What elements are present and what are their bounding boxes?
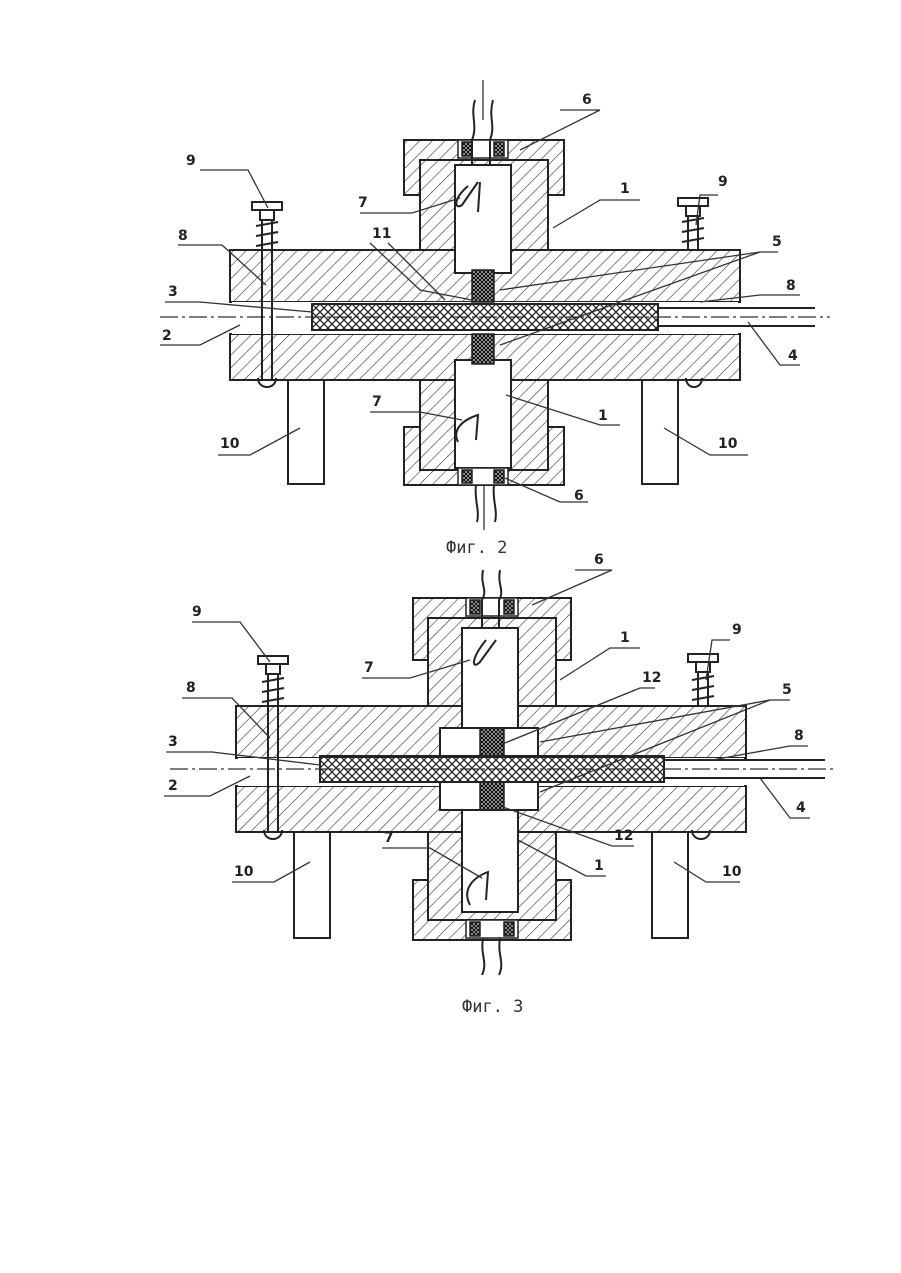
label-8-left: 8: [186, 680, 196, 696]
label-12-top: 12: [642, 670, 661, 686]
label-8-left: 8: [178, 228, 188, 244]
label-1-top: 1: [620, 181, 630, 197]
label-7-bottom: 7: [372, 394, 382, 410]
label-4: 4: [788, 348, 798, 364]
label-2: 2: [162, 328, 172, 344]
label-11: 11: [372, 226, 391, 242]
label-4: 4: [796, 800, 806, 816]
label-2: 2: [168, 778, 178, 794]
label-1-top: 1: [620, 630, 630, 646]
label-1-bottom: 1: [598, 408, 608, 424]
label-10-left: 10: [220, 436, 240, 452]
label-10-left: 10: [234, 864, 254, 880]
label-5: 5: [772, 234, 782, 250]
figure-2-caption: Фиг. 2: [446, 538, 507, 558]
label-6-bottom: 6: [574, 488, 584, 504]
left-leg: [294, 832, 330, 938]
label-3: 3: [168, 284, 178, 300]
label-9-right: 9: [732, 622, 742, 638]
label-7-top: 7: [358, 195, 368, 211]
label-10-right: 10: [718, 436, 738, 452]
label-10-right: 10: [722, 864, 742, 880]
label-8-right: 8: [794, 728, 804, 744]
right-leg: [642, 380, 678, 484]
label-8-right: 8: [786, 278, 796, 294]
label-5: 5: [782, 682, 792, 698]
right-leg: [652, 832, 688, 938]
figure-3-caption: Фиг. 3: [462, 997, 523, 1017]
label-6: 6: [594, 552, 604, 568]
label-9-left: 9: [192, 604, 202, 620]
label-12-bottom: 12: [614, 828, 633, 844]
label-7-top: 7: [364, 660, 374, 676]
label-7-bottom: 7: [384, 830, 394, 846]
label-6-top: 6: [582, 92, 592, 108]
label-9-right: 9: [718, 174, 728, 190]
label-1-bottom: 1: [594, 858, 604, 874]
figure-3: 9 8 3 2 7 1 6 12 9 5 8 4 12 1 7 10 10 Фи…: [164, 552, 835, 1017]
label-9-left: 9: [186, 153, 196, 169]
label-3: 3: [168, 734, 178, 750]
figure-2: 9 8 3 2 7 11 1 6 9 5 8 4 1 7 10 10 6 Фиг…: [160, 80, 830, 558]
